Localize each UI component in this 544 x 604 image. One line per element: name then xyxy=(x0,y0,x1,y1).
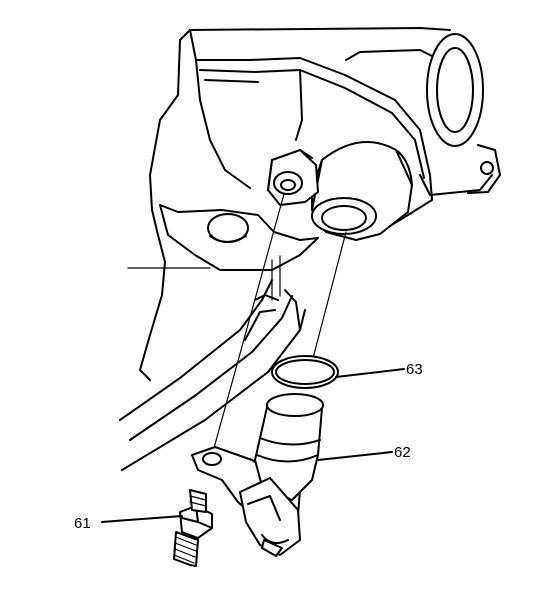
callout-62: 62 xyxy=(317,444,411,461)
alignment-lines xyxy=(213,193,347,449)
callout-63: 63 xyxy=(335,361,423,378)
o-ring-seal xyxy=(271,355,339,389)
callout-61: 61 xyxy=(74,515,183,532)
callout-62-label: 62 xyxy=(394,444,411,461)
callout-63-label: 63 xyxy=(406,361,423,378)
sensor-assembly xyxy=(191,393,324,557)
bolt xyxy=(173,489,213,567)
callout-61-label: 61 xyxy=(74,515,91,532)
engine-housing xyxy=(119,27,501,471)
